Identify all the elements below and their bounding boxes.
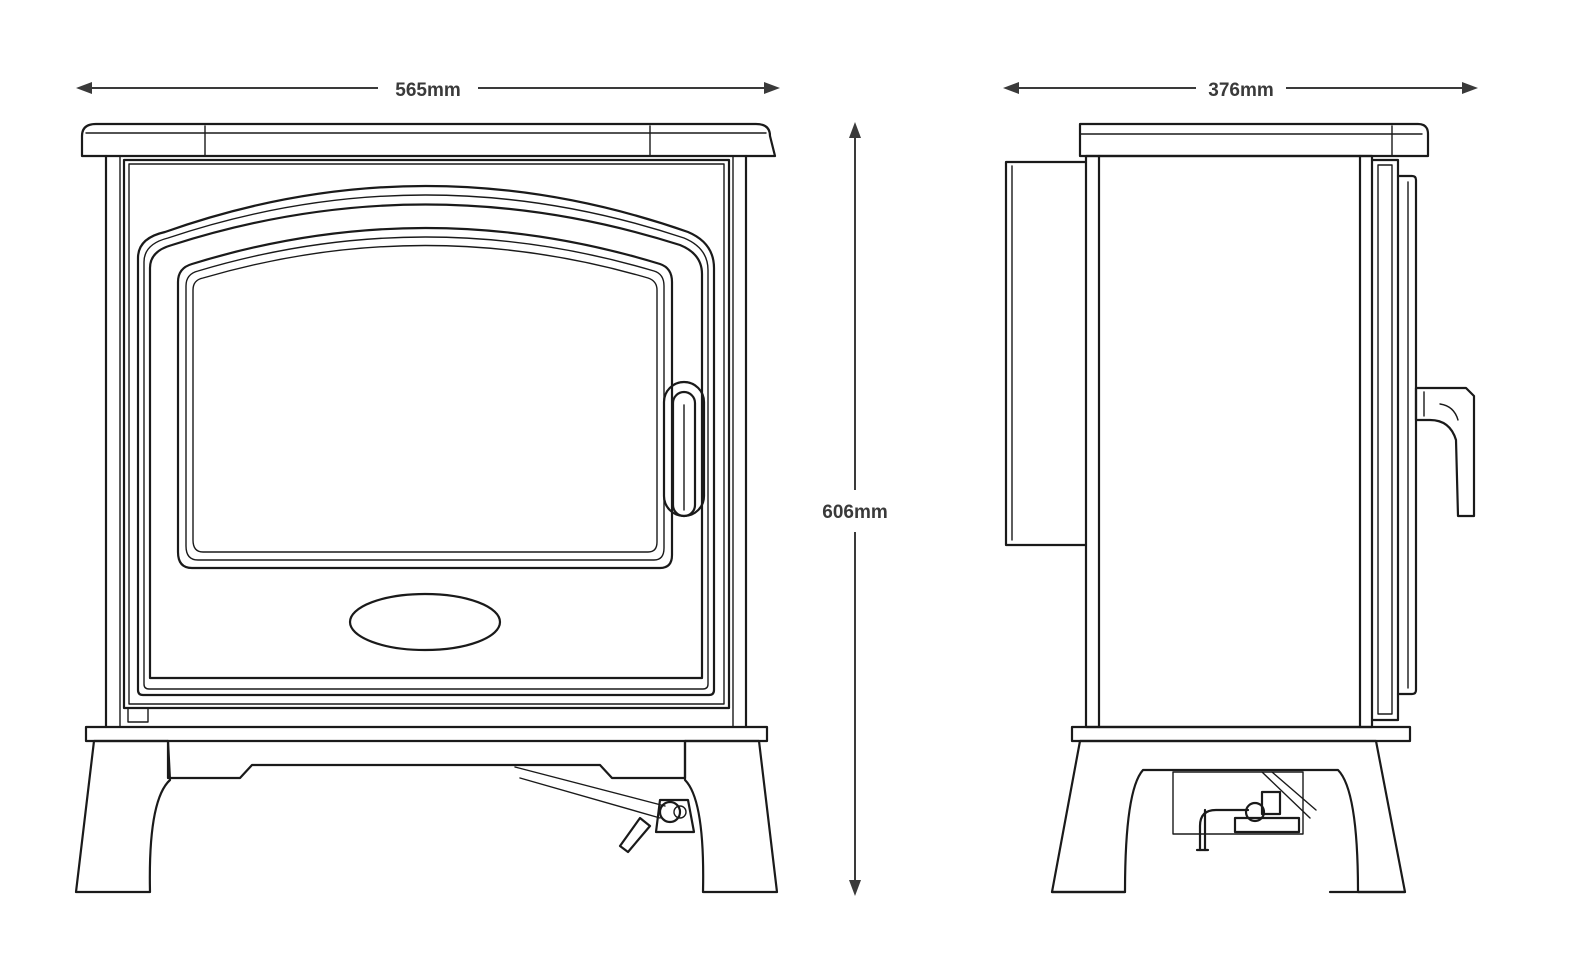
- side-door-handle: [1414, 386, 1476, 518]
- width-arrowhead-right: [764, 82, 780, 94]
- top-plate: [80, 122, 777, 158]
- stove-front-view: [74, 122, 779, 894]
- height-arrowhead-top: [849, 122, 861, 138]
- side-gas-valve: [1172, 771, 1317, 852]
- switch-icon: [127, 707, 149, 723]
- height-dimension: 606mm: [822, 122, 888, 896]
- width-arrowhead-left: [76, 82, 92, 94]
- depth-dimension: 376mm: [1003, 80, 1478, 101]
- side-legs: [1050, 739, 1407, 894]
- stove-body: [104, 154, 748, 729]
- width-label: 565mm: [395, 80, 461, 101]
- stove-side-view: [1004, 122, 1476, 894]
- side-body: [1084, 154, 1374, 729]
- gas-valve: [514, 766, 696, 854]
- depth-label: 376mm: [1208, 80, 1274, 101]
- width-dimension: 565mm: [76, 80, 780, 101]
- depth-arrowhead-left: [1003, 82, 1019, 94]
- side-top-plate: [1078, 122, 1430, 158]
- oval-badge: [348, 592, 502, 652]
- base-plinth: [84, 725, 769, 743]
- height-arrowhead-bottom: [849, 880, 861, 896]
- side-base-plinth: [1070, 725, 1412, 743]
- rear-flue-box: [1004, 160, 1088, 547]
- depth-arrowhead-right: [1462, 82, 1478, 94]
- side-door-profile: [1370, 158, 1418, 722]
- stove-legs: [74, 739, 779, 894]
- stove-door: [136, 184, 716, 697]
- height-label: 606mm: [822, 502, 888, 523]
- door-handle: [662, 380, 706, 518]
- door-window: [176, 226, 674, 570]
